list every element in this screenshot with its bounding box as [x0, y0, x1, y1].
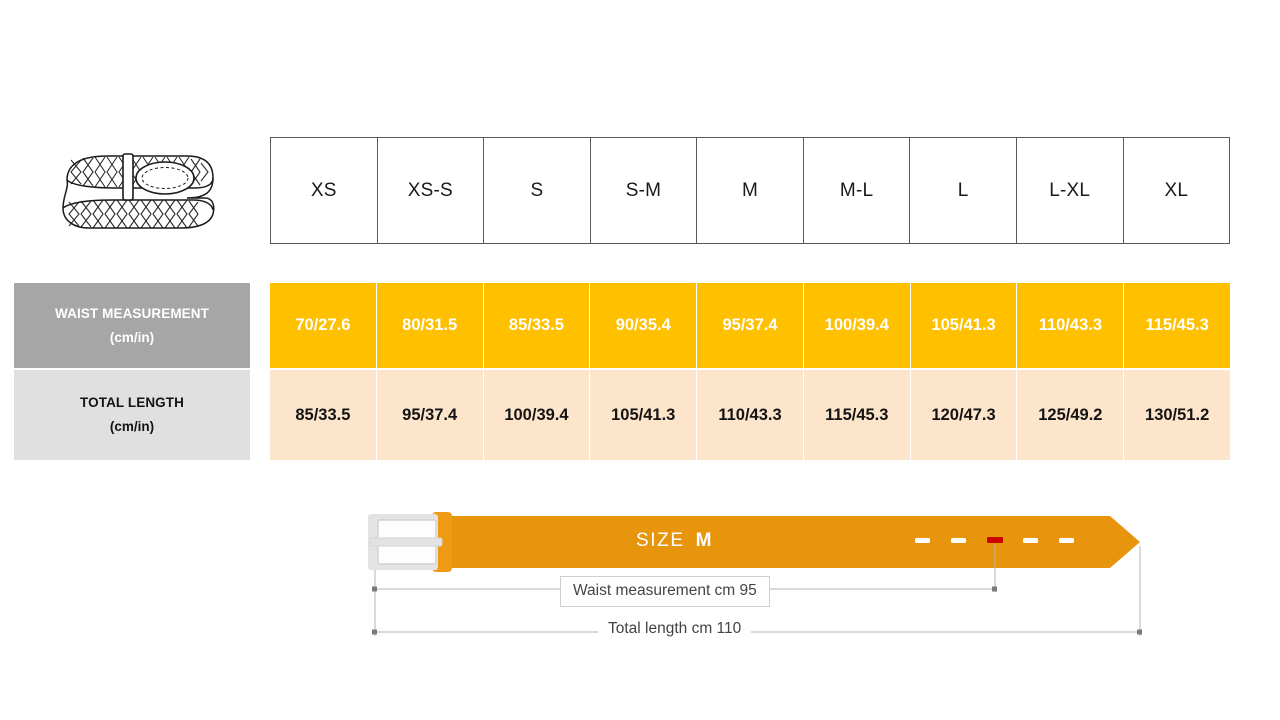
belt-size-caption: SIZE M [636, 530, 712, 552]
belt-hole-1 [915, 538, 930, 543]
total-length-value-cell: 120/47.3 [911, 370, 1018, 460]
total-length-value-cell: 85/33.5 [270, 370, 377, 460]
waist-measurement-label: WAIST MEASUREMENT (cm/in) [14, 283, 250, 368]
size-header-cell: XS [271, 138, 378, 243]
total-length-label-line1: TOTAL LENGTH [80, 395, 184, 411]
size-header-row: XS XS-S S S-M M M-L L L-XL XL [270, 137, 1230, 244]
waist-value-cell: 80/31.5 [377, 283, 484, 368]
size-value: M [695, 530, 712, 551]
belt-hole-2 [951, 538, 966, 543]
size-header-cell: M-L [804, 138, 911, 243]
belt-measurement-diagram [350, 500, 1170, 660]
waist-measurement-row: 70/27.6 80/31.5 85/33.5 90/35.4 95/37.4 … [270, 283, 1230, 368]
total-length-value-cell: 95/37.4 [377, 370, 484, 460]
size-header-cell: L-XL [1017, 138, 1124, 243]
waist-label-line2: (cm/in) [109, 329, 155, 345]
braided-belt-icon [62, 153, 215, 229]
belt-strap [445, 516, 1140, 568]
waist-dimension-label: Waist measurement cm 95 [560, 576, 770, 607]
waist-value-cell: 95/37.4 [697, 283, 804, 368]
total-length-row: 85/33.5 95/37.4 100/39.4 105/41.3 110/43… [270, 370, 1230, 460]
total-length-value-cell: 100/39.4 [484, 370, 591, 460]
total-length-value-cell: 105/41.3 [590, 370, 698, 460]
buckle-prong-bar [369, 537, 443, 547]
size-header-cell: XL [1164, 179, 1189, 201]
belt-diagram-svg [368, 512, 1142, 636]
waist-value-cell: 85/33.5 [484, 283, 591, 368]
waist-value-cell: 115/45.3 [1145, 316, 1209, 334]
size-header-cell: S-M [591, 138, 698, 243]
waist-value-cell: 110/43.3 [1017, 283, 1125, 368]
belt-hole-4 [1023, 538, 1038, 543]
total-length-value-cell: 125/49.2 [1017, 370, 1125, 460]
size-label: SIZE [636, 530, 685, 551]
size-header-cell: M [697, 138, 804, 243]
waist-value-cell: 70/27.6 [270, 283, 377, 368]
total-length-dimension-label: Total length cm 110 [598, 618, 752, 640]
total-length-label: TOTAL LENGTH (cm/in) [14, 370, 250, 460]
waist-label-line1: WAIST MEASUREMENT [55, 305, 209, 321]
waist-value-cell: 90/35.4 [590, 283, 698, 368]
belt-hole-3-active [987, 537, 1003, 543]
total-length-value-cell: 115/45.3 [804, 370, 911, 460]
product-illustration [55, 142, 220, 242]
total-length-dimension-line [372, 629, 1142, 635]
waist-value-cell: 100/39.4 [804, 283, 911, 368]
size-header-cell: S [484, 138, 591, 243]
total-length-label-line2: (cm/in) [109, 419, 155, 434]
total-length-value-cell: 110/43.3 [697, 370, 804, 460]
size-header-cell: L [910, 138, 1017, 243]
size-header-cell: XS-S [378, 138, 485, 243]
waist-value-cell: 105/41.3 [911, 283, 1018, 368]
belt-hole-5 [1059, 538, 1074, 543]
total-length-value-cell: 130/51.2 [1145, 405, 1210, 424]
